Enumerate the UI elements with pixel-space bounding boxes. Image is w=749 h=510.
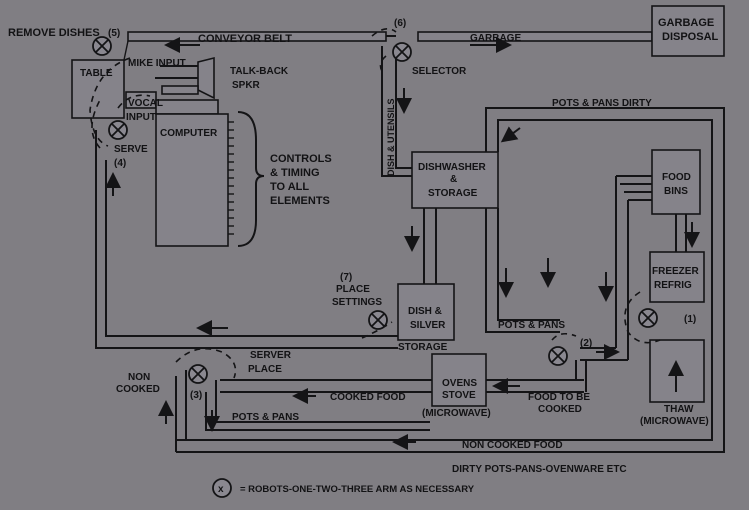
label-pots-pans-mid: POTS & PANS	[498, 320, 565, 331]
label-thaw-2: (MICROWAVE)	[640, 416, 709, 427]
talkback-speaker	[197, 56, 215, 100]
robot-4-serve-icon	[108, 120, 128, 140]
label-remove-dishes: REMOVE DISHES	[8, 27, 100, 39]
label-storage: STORAGE	[398, 342, 448, 353]
label-num5: (5)	[108, 28, 120, 39]
label-dirty-pots: DIRTY POTS-PANS-OVENWARE ETC	[452, 464, 627, 475]
label-thaw-1: THAW	[664, 404, 694, 415]
label-num2: (2)	[580, 338, 592, 349]
label-microwave: (MICROWAVE)	[422, 408, 491, 419]
label-freezer-1: FREEZER	[652, 266, 699, 277]
label-food-bins-1: FOOD	[662, 172, 691, 183]
label-controls-1: CONTROLS	[270, 153, 332, 165]
label-vocal-1: VOCAL	[128, 98, 163, 109]
label-ovens-2: STOVE	[442, 390, 476, 401]
legend-robot-icon	[212, 478, 232, 498]
garbage-chute	[417, 31, 653, 42]
computer-top	[155, 99, 219, 115]
label-num1: (1)	[684, 314, 696, 325]
label-garbage-disposal-1: GARBAGE	[658, 17, 714, 29]
label-controls-4: ELEMENTS	[270, 195, 330, 207]
label-ovens-1: OVENS	[442, 378, 477, 389]
dishwasher-box	[411, 151, 499, 209]
legend-text: = ROBOTS-ONE-TWO-THREE ARM AS NECESSARY	[240, 484, 475, 495]
label-num7: (7)	[340, 272, 352, 283]
label-num6: (6)	[394, 18, 406, 29]
label-controls-2: & TIMING	[270, 167, 320, 179]
label-num4: (4)	[114, 158, 126, 169]
label-pots-pans-low: POTS & PANS	[232, 412, 299, 423]
label-dish-silver-1: DISH &	[408, 306, 442, 317]
label-server-2: PLACE	[248, 364, 282, 375]
label-dishwasher-3: STORAGE	[428, 188, 478, 199]
label-controls-3: TO ALL	[270, 181, 309, 193]
label-computer: COMPUTER	[160, 128, 218, 139]
robot-1-icon	[638, 308, 658, 328]
label-dish-utensils: DISH & UTENSILS	[386, 98, 396, 176]
computer-box	[155, 113, 229, 247]
label-food-to-be-1: FOOD TO BE	[528, 392, 590, 403]
label-non-cooked-food: NON COOKED FOOD	[462, 440, 563, 451]
label-pots-pans-dirty: POTS & PANS DIRTY	[552, 98, 652, 109]
food-bins-box	[651, 149, 701, 215]
label-garbage: GARBAGE	[470, 33, 521, 44]
robot-3-icon	[188, 364, 208, 384]
label-mike-input: MIKE INPUT	[128, 58, 186, 69]
label-talkback-1: TALK-BACK	[230, 66, 289, 77]
table-box	[71, 59, 125, 119]
label-dishwasher-1: DISHWASHER	[418, 162, 487, 173]
robot-2-icon	[548, 346, 568, 366]
label-garbage-disposal-2: DISPOSAL	[662, 31, 719, 43]
label-non-cooked-1: NON	[128, 372, 150, 383]
label-food-to-be-2: COOKED	[538, 404, 582, 415]
label-dishwasher-2: &	[450, 174, 457, 185]
label-vocal-2: INPUT	[126, 112, 156, 123]
label-serve: SERVE	[114, 144, 148, 155]
legend-symbol-x: x	[218, 484, 224, 495]
label-freezer-2: REFRIG	[654, 280, 692, 291]
dish-silver-storage-box	[397, 283, 455, 341]
garbage-disposal-box	[651, 5, 725, 57]
robot-6-selector-icon	[392, 42, 412, 62]
robot-7-place-icon	[368, 310, 388, 330]
controls-brace	[237, 111, 265, 247]
robot-5-icon	[92, 36, 112, 56]
label-food-bins-2: BINS	[664, 186, 688, 197]
label-server-1: SERVER	[250, 350, 292, 361]
label-place-1: PLACE	[336, 284, 370, 295]
label-selector: SELECTOR	[412, 66, 467, 77]
label-place-2: SETTINGS	[332, 297, 382, 308]
speaker-stand	[161, 85, 199, 95]
label-talkback-2: SPKR	[232, 80, 261, 91]
label-cooked-food: COOKED FOOD	[330, 392, 406, 403]
label-conveyor-belt: CONVEYOR BELT	[198, 33, 292, 45]
label-dish-silver-2: SILVER	[410, 320, 446, 331]
label-num3: (3)	[190, 390, 202, 401]
computer-ticks	[228, 121, 234, 235]
freezer-box	[649, 251, 705, 303]
label-non-cooked-2: COOKED	[116, 384, 160, 395]
label-table: TABLE	[80, 68, 113, 79]
